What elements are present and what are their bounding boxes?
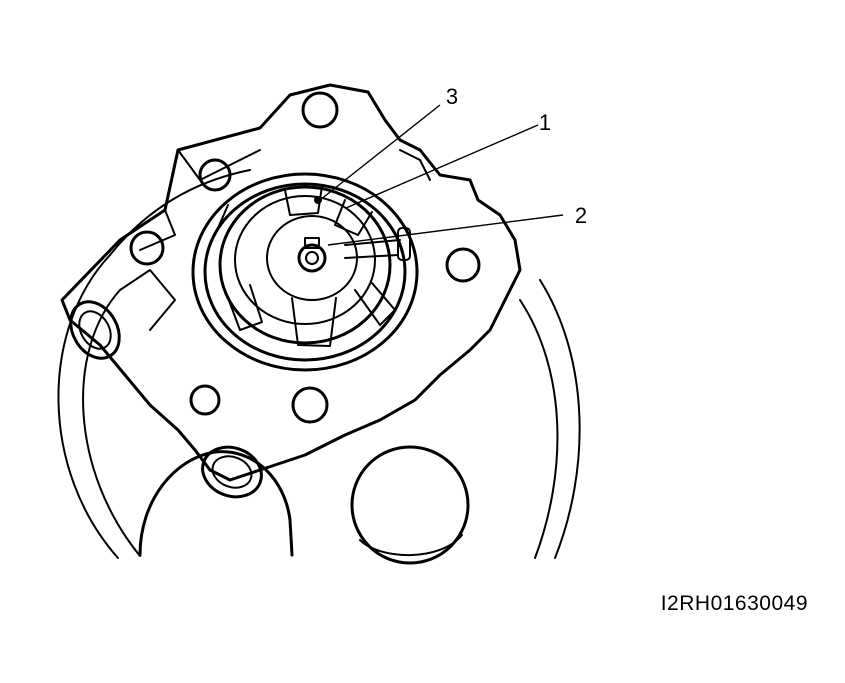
marking-dot [314,196,322,204]
housing-hole-left [138,450,294,557]
pump-bore [191,172,419,372]
figure-id: I2RH01630049 [661,592,808,615]
housing-hole-right [350,445,470,565]
callout-2-label: 2 [575,203,587,228]
rotor-assembly [214,185,411,347]
leader-line-1 [345,124,539,209]
leader-line-2 [327,214,564,246]
pump-body [60,83,522,499]
center-bolt [297,237,327,273]
callout-1-label: 1 [539,110,551,135]
leader-line-3 [319,104,441,201]
callout-3-label: 3 [446,84,458,109]
